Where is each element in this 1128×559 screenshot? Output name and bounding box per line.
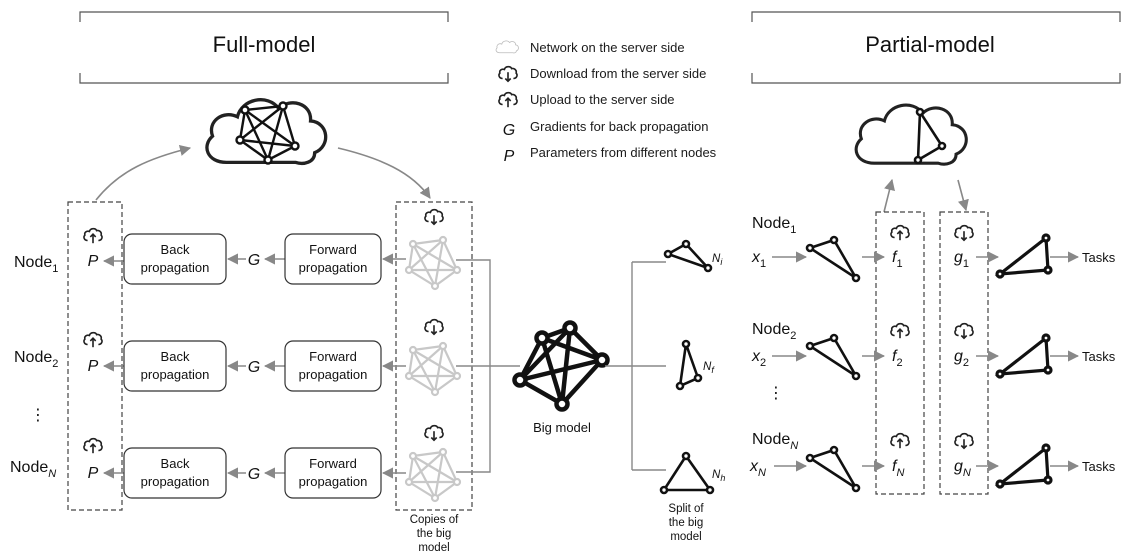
forward-label-line2: propagation: [299, 474, 368, 489]
upload-icon: [83, 227, 103, 245]
forward-label-line1: Forward: [309, 242, 357, 257]
forward-label-line1: Forward: [309, 349, 357, 364]
feature-f: f1: [892, 249, 903, 270]
download-icon: [424, 318, 444, 336]
back-label-line2: propagation: [141, 260, 210, 275]
server-partial-network: [913, 107, 947, 165]
download-icon: [424, 424, 444, 442]
legend-item-label: Download from the server side: [530, 66, 706, 81]
tasks-label: Tasks: [1082, 250, 1116, 265]
split-caption: model: [670, 531, 701, 543]
back-propagation-box: [123, 447, 227, 499]
feature-f: f2: [892, 348, 903, 369]
upload-icon: [890, 432, 910, 450]
param-p: P: [88, 465, 99, 482]
forward-label-line2: propagation: [299, 367, 368, 382]
upload-icon: [83, 331, 103, 349]
param-p: P: [88, 253, 99, 270]
legend-item-label: Gradients for back propagation: [530, 119, 709, 134]
legend-symbol-p: P: [504, 148, 515, 165]
legend-item-label: Parameters from different nodes: [530, 145, 717, 160]
split-model: [659, 239, 715, 495]
param-p: P: [88, 358, 99, 375]
split-label: Nh: [712, 469, 725, 483]
feature-f: fN: [892, 458, 904, 479]
upload-icon: [498, 91, 518, 109]
legend-item-label: Upload to the server side: [530, 92, 675, 107]
forward-label-line1: Forward: [309, 456, 357, 471]
big-model-label: Big model: [533, 420, 591, 435]
node-label: NodeN: [752, 431, 798, 452]
server-cloud-icon: [854, 103, 968, 166]
tasks-label: Tasks: [1082, 459, 1116, 474]
split-caption: Split of: [668, 503, 704, 515]
back-label-line1: Back: [161, 242, 190, 257]
back-propagation-box: [123, 233, 227, 285]
download-grads-box: [939, 211, 989, 495]
input-x: xN: [749, 458, 766, 479]
split-label: Ni: [712, 253, 723, 267]
back-label-line1: Back: [161, 349, 190, 364]
split-caption: the big: [669, 517, 704, 529]
legend: Network on the server side Download from…: [495, 40, 717, 165]
back-label-line2: propagation: [141, 367, 210, 382]
gradient-g: G: [248, 359, 260, 376]
upload-features-box: [875, 211, 925, 495]
input-x: x1: [751, 249, 766, 270]
node-label: Node2: [752, 321, 796, 342]
tasks-label: Tasks: [1082, 349, 1116, 364]
local-model: [805, 235, 861, 493]
download-icon: [498, 65, 518, 83]
upload-icon: [890, 224, 910, 242]
cloud-icon: [495, 40, 519, 54]
upload-icon: [890, 322, 910, 340]
back-label-line1: Back: [161, 456, 190, 471]
copies-caption: model: [418, 542, 449, 554]
copy-network: [404, 235, 462, 503]
download-icon: [954, 224, 974, 242]
big-model-network: [512, 320, 610, 412]
grad-g: g2: [954, 348, 969, 369]
node-label: Node1: [14, 254, 58, 275]
copies-caption: Copies of: [410, 514, 459, 526]
back-propagation-box: [123, 340, 227, 392]
input-x: x2: [751, 348, 766, 369]
download-icon: [954, 432, 974, 450]
grad-g: gN: [954, 458, 971, 479]
grad-g: g1: [954, 249, 969, 270]
ellipsis: ⋮: [768, 385, 784, 402]
forward-propagation-box: [284, 447, 382, 499]
node-label: Node2: [14, 349, 58, 370]
server-full-network: [235, 101, 300, 165]
copies-caption: the big: [417, 528, 452, 540]
legend-symbol-g: G: [503, 122, 515, 139]
forward-propagation-box: [284, 233, 382, 285]
forward-label-line2: propagation: [299, 260, 368, 275]
gradient-g: G: [248, 252, 260, 269]
full-model-title: Full-model: [213, 32, 316, 57]
forward-propagation-box: [284, 340, 382, 392]
upload-icon: [83, 437, 103, 455]
partial-model-title: Partial-model: [865, 32, 995, 57]
download-icon: [424, 208, 444, 226]
task-head: [994, 233, 1053, 489]
gradient-g: G: [248, 466, 260, 483]
ellipsis: ⋮: [30, 407, 46, 424]
node-label: NodeN: [10, 459, 56, 480]
upload-params-box: [67, 201, 123, 511]
legend-item-label: Network on the server side: [530, 40, 685, 55]
back-label-line2: propagation: [141, 474, 210, 489]
split-label: Nf: [703, 361, 715, 375]
download-icon: [954, 322, 974, 340]
node-label: Node1: [752, 215, 796, 236]
